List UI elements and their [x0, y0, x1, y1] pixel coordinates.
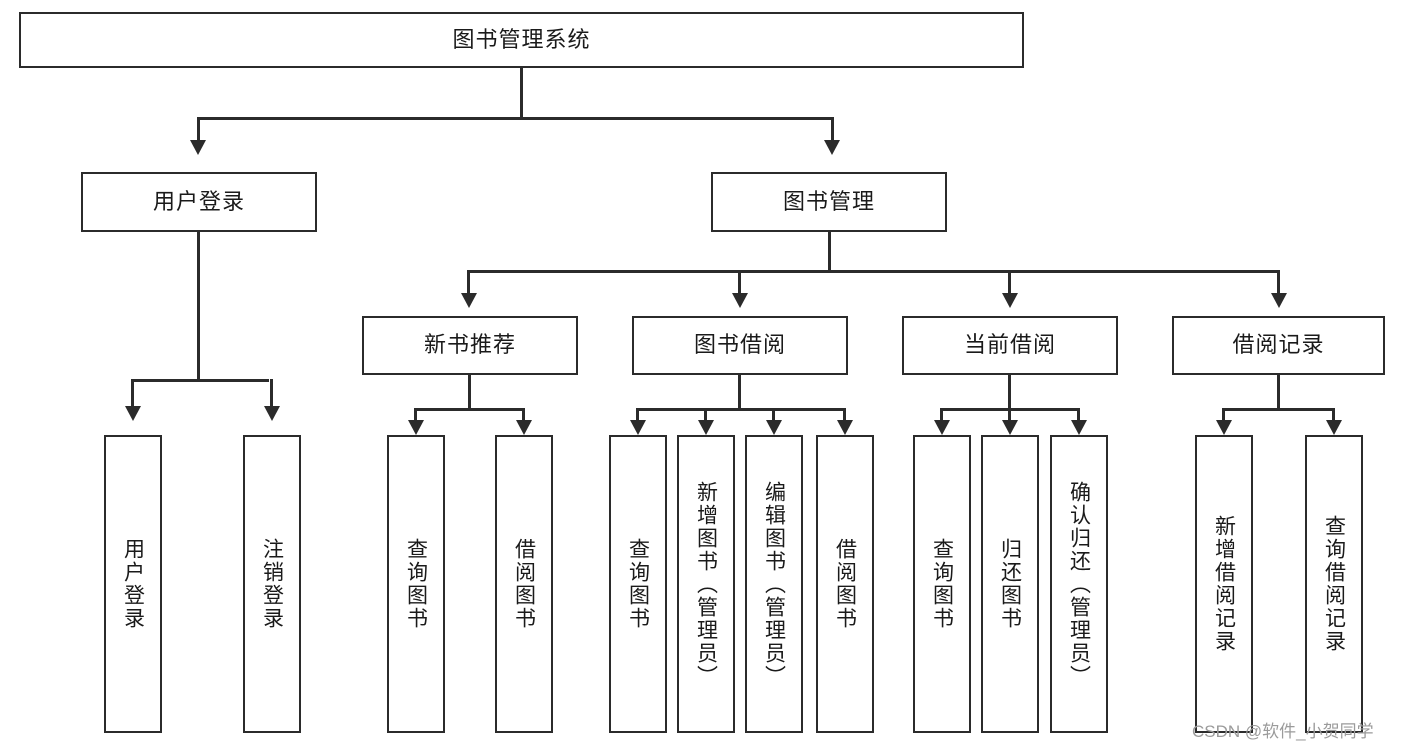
leaf-new-book-recommend-1[interactable]: 借阅图书: [495, 435, 553, 733]
node-current-borrow[interactable]: 当前借阅: [902, 316, 1118, 375]
edge-book-borrow-bus: [636, 408, 846, 411]
edge-book-manage-to-l3-1: [738, 270, 741, 298]
node-label: 编辑图书（管理员）: [762, 480, 786, 688]
arrow-br-to-leaf-1: [1326, 420, 1342, 435]
node-label: 新增借阅记录: [1212, 515, 1236, 653]
leaf-borrow-record-1[interactable]: 查询借阅记录: [1305, 435, 1363, 733]
edge-borrow-record-bus: [1222, 408, 1335, 411]
arrow-cb-to-leaf-2: [1071, 420, 1087, 435]
arrow-bb-to-leaf-3: [837, 420, 853, 435]
edge-nbr-to-leaf-1: [522, 408, 525, 428]
edge-user-login-to-leaf-0: [131, 379, 134, 411]
node-label: 借阅记录: [1232, 332, 1325, 358]
node-label: 图书借阅: [693, 332, 786, 358]
edge-bb-to-leaf-3: [843, 408, 846, 428]
arrow-user-login-to-leaf-0: [125, 406, 141, 421]
edge-book-manage-bus: [468, 270, 1280, 273]
edge-current-borrow-stem: [1008, 375, 1011, 410]
leaf-book-borrow-2[interactable]: 编辑图书（管理员）: [745, 435, 803, 733]
edge-cb-to-leaf-2: [1077, 408, 1080, 428]
node-label: 图书管理: [782, 188, 875, 214]
edge-bb-to-leaf-1: [704, 408, 707, 428]
node-label: 归还图书: [998, 538, 1022, 630]
node-label: 借阅图书: [833, 538, 857, 630]
csdn-watermark: CSDN @软件_小贺同学: [1192, 722, 1374, 741]
edge-user-login-to-leaf-1: [270, 379, 273, 411]
node-label: 借阅图书: [512, 538, 536, 630]
node-label: 确认归还（管理员）: [1067, 480, 1091, 688]
leaf-book-borrow-1[interactable]: 新增图书（管理员）: [677, 435, 735, 733]
arrow-user-login-to-leaf-1: [264, 406, 280, 421]
edge-root-to-book-manage: [831, 117, 834, 145]
arrow-book-manage-to-l3-0: [461, 293, 477, 308]
edge-cb-to-leaf-1: [1008, 408, 1011, 428]
arrow-bb-to-leaf-0: [630, 420, 646, 435]
arrow-root-to-book-manage: [824, 140, 840, 155]
arrow-bb-to-leaf-1: [698, 420, 714, 435]
node-label: 查询图书: [626, 538, 650, 630]
node-book-manage[interactable]: 图书管理: [711, 172, 947, 232]
edge-user-login-bus: [131, 379, 269, 382]
edge-nbr-to-leaf-0: [414, 408, 417, 428]
edge-root-stem: [520, 68, 523, 119]
node-label: 查询图书: [404, 538, 428, 630]
leaf-current-borrow-1[interactable]: 归还图书: [981, 435, 1039, 733]
arrow-nbr-to-leaf-1: [516, 420, 532, 435]
node-root-system[interactable]: 图书管理系统: [19, 12, 1024, 68]
leaf-borrow-record-0[interactable]: 新增借阅记录: [1195, 435, 1253, 733]
edge-cb-to-leaf-0: [940, 408, 943, 428]
arrow-book-manage-to-l3-1: [732, 293, 748, 308]
edge-new-book-recommend-stem: [468, 375, 471, 410]
arrow-book-manage-to-l3-3: [1271, 293, 1287, 308]
node-user-login[interactable]: 用户登录: [81, 172, 317, 232]
edge-book-manage-stem: [828, 232, 831, 272]
edge-root-bus: [198, 117, 834, 120]
node-label: 图书管理系统: [452, 26, 591, 52]
arrow-root-to-user-login: [190, 140, 206, 155]
edge-br-to-leaf-1: [1332, 408, 1335, 428]
edge-root-to-user-login: [197, 117, 200, 145]
arrow-bb-to-leaf-2: [766, 420, 782, 435]
leaf-book-borrow-0[interactable]: 查询图书: [609, 435, 667, 733]
leaf-current-borrow-2[interactable]: 确认归还（管理员）: [1050, 435, 1108, 733]
leaf-current-borrow-0[interactable]: 查询图书: [913, 435, 971, 733]
leaf-user-login-0[interactable]: 用户登录: [104, 435, 162, 733]
node-label: 用户登录: [152, 188, 245, 214]
arrow-cb-to-leaf-1: [1002, 420, 1018, 435]
edge-book-manage-to-l3-3: [1277, 270, 1280, 298]
edge-user-login-stem: [197, 232, 200, 382]
node-label: 当前借阅: [963, 332, 1056, 358]
arrow-nbr-to-leaf-0: [408, 420, 424, 435]
edge-book-manage-to-l3-0: [467, 270, 470, 298]
edge-borrow-record-stem: [1277, 375, 1280, 410]
arrow-br-to-leaf-0: [1216, 420, 1232, 435]
node-new-book-recommend[interactable]: 新书推荐: [362, 316, 578, 375]
leaf-book-borrow-3[interactable]: 借阅图书: [816, 435, 874, 733]
edge-br-to-leaf-0: [1222, 408, 1225, 428]
node-label: 查询借阅记录: [1322, 515, 1346, 653]
node-book-borrow[interactable]: 图书借阅: [632, 316, 848, 375]
leaf-new-book-recommend-0[interactable]: 查询图书: [387, 435, 445, 733]
edge-new-book-recommend-bus: [414, 408, 525, 411]
arrow-book-manage-to-l3-2: [1002, 293, 1018, 308]
node-borrow-record[interactable]: 借阅记录: [1172, 316, 1385, 375]
node-label: 新书推荐: [423, 332, 516, 358]
node-label: 注销登录: [260, 538, 284, 630]
node-label: 用户登录: [121, 538, 145, 630]
edge-book-manage-to-l3-2: [1008, 270, 1011, 298]
node-label: 新增图书（管理员）: [694, 480, 718, 688]
edge-book-borrow-stem: [738, 375, 741, 410]
leaf-user-login-1[interactable]: 注销登录: [243, 435, 301, 733]
edge-bb-to-leaf-2: [772, 408, 775, 428]
edge-bb-to-leaf-0: [636, 408, 639, 428]
node-label: 查询图书: [930, 538, 954, 630]
arrow-cb-to-leaf-0: [934, 420, 950, 435]
